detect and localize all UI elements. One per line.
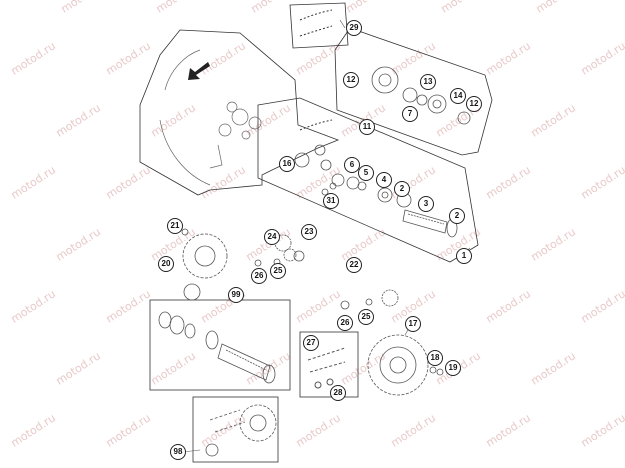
group-29-frame — [289, 2, 349, 49]
part-callout-23[interactable]: 23 — [301, 224, 317, 240]
part-callout-13[interactable]: 13 — [420, 74, 436, 90]
part-callout-98[interactable]: 98 — [170, 444, 186, 460]
group-98-frame — [192, 396, 279, 463]
direction-arrow-icon — [188, 62, 210, 80]
group-1-frame — [257, 97, 479, 263]
part-callout-2[interactable]: 2 — [449, 208, 465, 224]
part-callout-21[interactable]: 21 — [167, 218, 183, 234]
part-callout-20[interactable]: 20 — [158, 256, 174, 272]
case-details — [159, 49, 333, 186]
group-99-parts — [158, 311, 276, 384]
part-callout-26[interactable]: 26 — [337, 315, 353, 331]
circlip-parts — [299, 9, 333, 37]
part-callout-12[interactable]: 12 — [343, 72, 359, 88]
part-callout-16[interactable]: 16 — [279, 156, 295, 172]
chain-parts — [307, 347, 346, 389]
part-callout-5[interactable]: 5 — [358, 165, 374, 181]
group-27-frame — [299, 331, 359, 398]
part-callout-17[interactable]: 17 — [405, 316, 421, 332]
part-callout-29[interactable]: 29 — [346, 20, 362, 36]
part-callout-99[interactable]: 99 — [228, 287, 244, 303]
part-callout-2[interactable]: 2 — [394, 181, 410, 197]
part-callout-6[interactable]: 6 — [344, 157, 360, 173]
part-callout-12[interactable]: 12 — [466, 96, 482, 112]
part-callout-24[interactable]: 24 — [264, 229, 280, 245]
middle-gears — [181, 228, 399, 310]
part-callout-27[interactable]: 27 — [303, 335, 319, 351]
part-callout-26[interactable]: 26 — [251, 268, 267, 284]
part-callout-31[interactable]: 31 — [323, 193, 339, 209]
part-callout-25[interactable]: 25 — [270, 263, 286, 279]
sprocket-parts — [367, 334, 444, 396]
group-11-parts — [371, 66, 471, 125]
part-callout-7[interactable]: 7 — [402, 106, 418, 122]
group-98-parts — [205, 404, 277, 457]
part-callout-1[interactable]: 1 — [456, 248, 472, 264]
part-callout-11[interactable]: 11 — [359, 119, 375, 135]
part-callout-25[interactable]: 25 — [358, 309, 374, 325]
group-99-frame — [149, 299, 291, 391]
part-callout-4[interactable]: 4 — [376, 172, 392, 188]
group-1-parts — [294, 144, 458, 238]
part-callout-3[interactable]: 3 — [418, 196, 434, 212]
part-callout-22[interactable]: 22 — [346, 257, 362, 273]
part-callout-19[interactable]: 19 — [445, 360, 461, 376]
part-callout-14[interactable]: 14 — [450, 88, 466, 104]
group-11-frame — [334, 27, 493, 156]
engine-case-outline — [139, 29, 340, 196]
part-callout-28[interactable]: 28 — [330, 385, 346, 401]
part-callout-18[interactable]: 18 — [427, 350, 443, 366]
